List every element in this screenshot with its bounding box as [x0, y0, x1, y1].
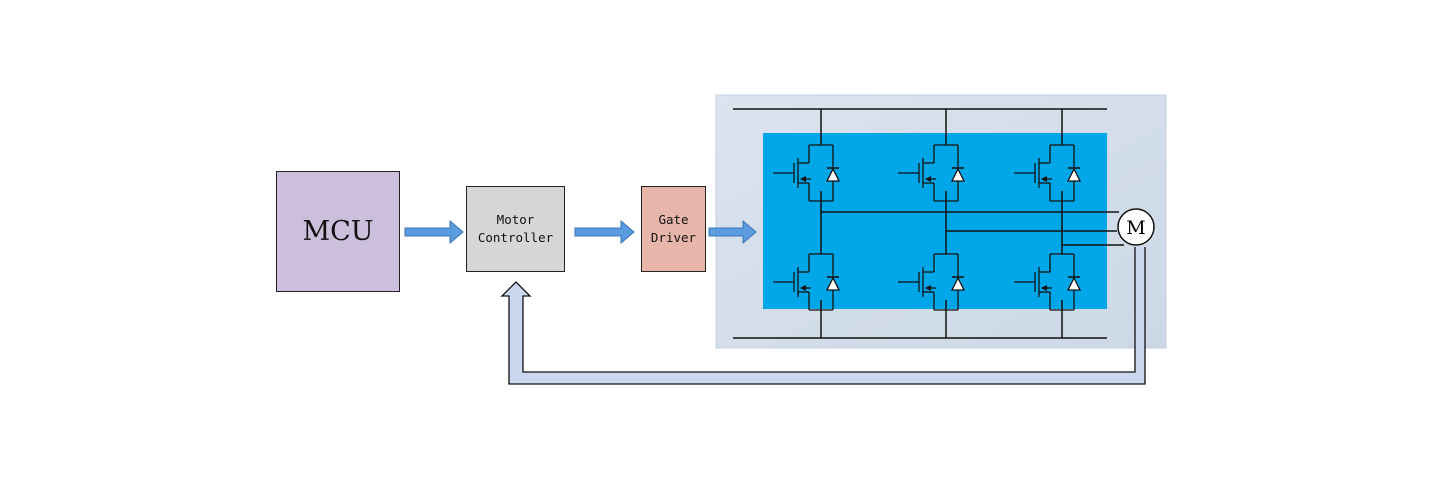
mcu-block: MCU	[276, 171, 400, 292]
motor-label: M	[1126, 217, 1145, 239]
gate-driver-label-line1: Gate	[658, 212, 689, 227]
arrow-driver-to-inverter	[708, 219, 757, 245]
arrow-mcu-to-controller	[404, 219, 464, 245]
gate-driver-label-line2: Driver	[650, 230, 697, 245]
motor-controller-block: Motor Controller	[466, 186, 565, 272]
motor-controller-label-line2: Controller	[477, 230, 554, 245]
feedback-arrow	[500, 247, 1146, 385]
arrow-controller-to-driver	[574, 219, 635, 245]
inverter-bridge-area	[763, 133, 1107, 309]
gate-driver-block: Gate Driver	[641, 186, 706, 272]
motor-symbol	[1117, 208, 1155, 246]
mcu-label: MCU	[302, 216, 374, 247]
motor-controller-label-line1: Motor	[496, 212, 535, 227]
